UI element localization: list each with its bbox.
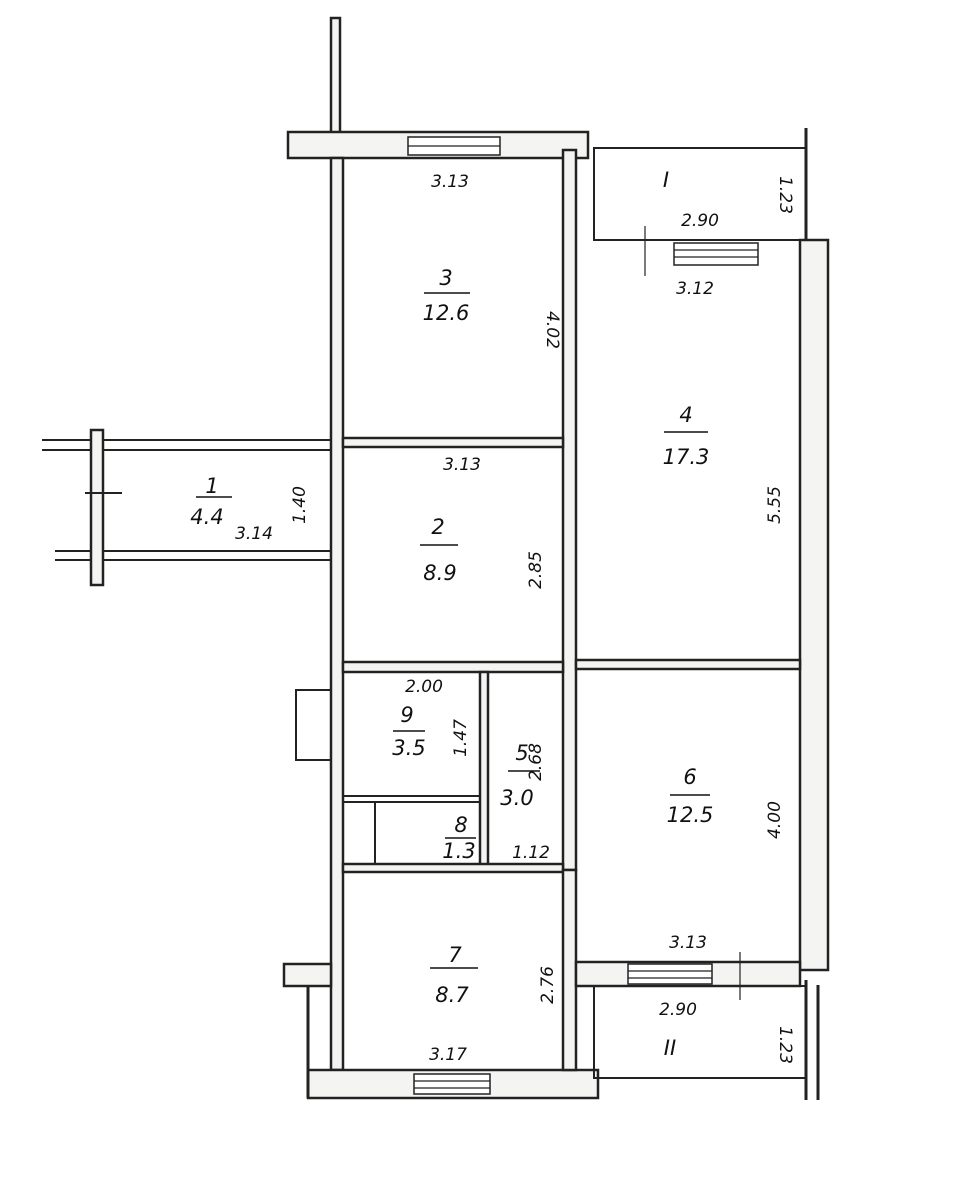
balcony-number: I [663, 168, 669, 192]
room-area: 8.7 [435, 983, 469, 1007]
room-dim-width: 3.13 [669, 933, 707, 953]
balcony-number: II [664, 1036, 676, 1060]
room-dim-height: 4.02 [542, 311, 562, 349]
room-dim-width: 3.17 [429, 1045, 467, 1065]
room-dim-width: 3.14 [235, 524, 273, 544]
room-number: 1 [205, 474, 218, 498]
room-dim-width: 1.12 [512, 843, 550, 863]
balcony-dim-depth: 1.23 [775, 176, 795, 214]
walls [42, 16, 830, 1100]
room-dim-width: 3.13 [443, 455, 481, 475]
room-area: 3.5 [392, 736, 425, 760]
room-area: 17.3 [663, 445, 710, 469]
room-dim-height: 2.76 [538, 966, 558, 1004]
room-number: 9 [400, 703, 413, 727]
room-dim-width: 2.00 [405, 677, 443, 697]
room-7: 7 8.7 3.17 2.76 [429, 943, 558, 1065]
room-dim-height: 2.85 [526, 551, 546, 589]
room-3: 1 3 12.6 3.13 4.02 [423, 172, 562, 349]
room-9: 9 3.5 2.00 1.47 [392, 677, 471, 760]
room-6: 6 12.5 3.13 4.00 [667, 765, 785, 953]
room-area: 4.4 [190, 505, 223, 529]
room-number: 6 [683, 765, 696, 789]
room-number: 3 [439, 266, 452, 290]
room-area: 1.3 [442, 839, 475, 863]
room-number: 5 [515, 741, 528, 765]
room-number: 2 [431, 515, 444, 539]
room-number: 4 [679, 403, 692, 427]
room-area: 3.0 [500, 786, 533, 810]
room-area: 8.9 [423, 561, 456, 585]
balcony-I: I 2.90 1.23 [663, 168, 795, 231]
room-dim-height: 2.68 [526, 743, 546, 781]
room-5: 5 3.0 2.68 1.12 [500, 741, 550, 863]
room-dim-height: 4.00 [765, 801, 785, 839]
room-dim-height: 5.55 [765, 486, 785, 524]
room-4: 4 17.3 3.12 5.55 [663, 279, 785, 524]
room-number: 7 [448, 943, 462, 967]
room-area: 12.5 [667, 803, 714, 827]
room-dim-width: 3.12 [676, 279, 714, 299]
windows [407, 136, 759, 1095]
room-dim-height: 1.47 [451, 719, 471, 757]
balcony-dim-width: 2.90 [681, 211, 719, 231]
room-number: 8 [454, 813, 467, 837]
balcony-dim-depth: 1.23 [775, 1026, 795, 1064]
room-2: 2 8.9 3.13 2.85 [420, 455, 546, 589]
room-1: 1 4.4 3.14 1.40 [190, 474, 310, 544]
room-dim-height: 1.40 [290, 486, 310, 524]
room-area: 12.6 [423, 301, 470, 325]
balcony-II: 2.90 II 1.23 [659, 1000, 795, 1064]
room-dim-width: 3.13 [431, 172, 469, 192]
room-8: 8 1.3 [442, 813, 476, 863]
balcony-dim-width: 2.90 [659, 1000, 697, 1020]
